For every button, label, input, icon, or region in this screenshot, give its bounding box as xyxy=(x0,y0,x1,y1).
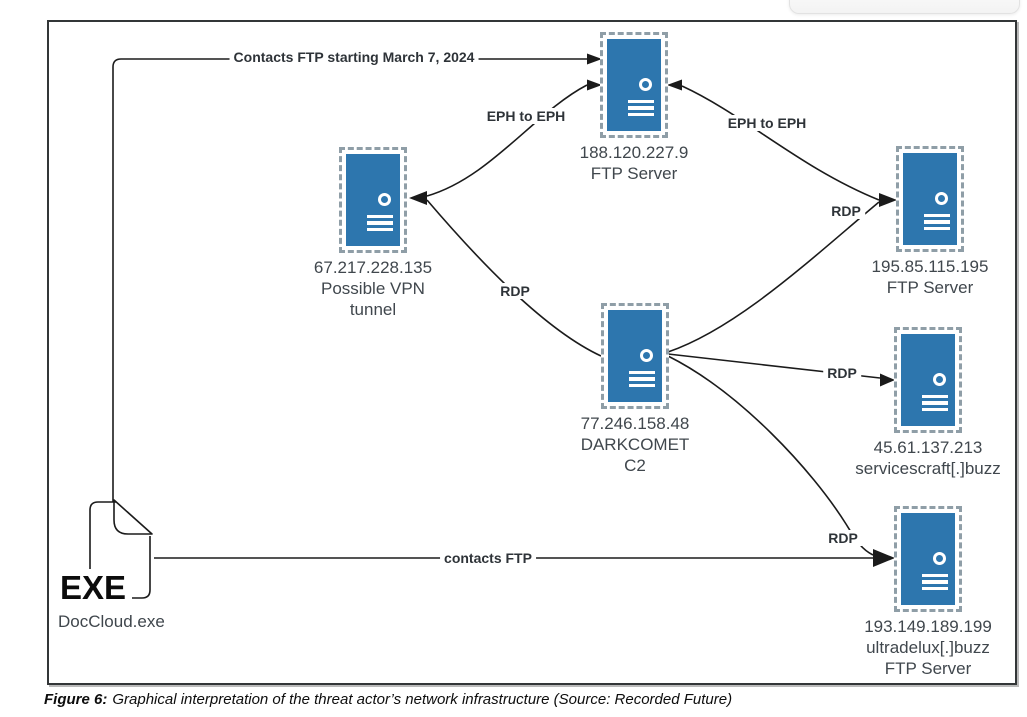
node-ultradelux: 193.149.189.199 ultradelux[.]buzz FTP Se… xyxy=(843,506,1013,679)
node-ip: 188.120.227.9 xyxy=(579,143,689,162)
server-icon xyxy=(601,303,669,409)
server-icon xyxy=(600,32,668,138)
node-ip: 45.61.137.213 xyxy=(873,438,983,457)
server-icon xyxy=(894,506,962,612)
node-role: DARKCOMET xyxy=(580,435,690,454)
node-ip: 195.85.115.195 xyxy=(871,257,989,276)
edge-label-rdp-servicescraft: RDP xyxy=(823,365,861,381)
server-icon xyxy=(339,147,407,253)
server-led-icon xyxy=(932,551,946,565)
server-vents-icon xyxy=(921,573,948,594)
edge-label-rdp-ftp-right: RDP xyxy=(827,203,865,219)
server-icon xyxy=(896,146,964,252)
node-role: FTP Server xyxy=(886,278,974,297)
arrowhead-into-ftp-top-1 xyxy=(587,53,602,65)
server-vents-icon xyxy=(627,99,654,120)
figure-caption-prefix: Figure 6: xyxy=(44,691,108,708)
edge-rdp-ftp-right xyxy=(667,201,880,353)
arrowhead-into-servicescraft xyxy=(880,373,895,387)
edge-label-contacts-ftp: contacts FTP xyxy=(440,550,536,566)
cutoff-floating-panel xyxy=(789,0,1020,14)
server-vents-icon xyxy=(921,394,948,415)
figure-caption: Figure 6:Graphical interpretation of the… xyxy=(44,691,732,708)
server-led-icon xyxy=(639,348,653,362)
node-servicescraft: 45.61.137.213 servicescraft[.]buzz xyxy=(843,327,1013,479)
node-role: Possible VPN xyxy=(321,279,425,298)
edge-eph-right xyxy=(681,85,880,201)
node-darkcomet-c2: 77.246.158.48 DARKCOMET C2 xyxy=(550,303,720,476)
node-role: FTP Server xyxy=(590,164,678,183)
node-domain: ultradelux[.]buzz xyxy=(866,638,990,657)
server-led-icon xyxy=(638,77,652,91)
diagram-border xyxy=(47,20,1017,685)
node-ip: 67.217.228.135 xyxy=(313,258,433,277)
node-ftp-server-right: 195.85.115.195 FTP Server xyxy=(845,146,1015,298)
edge-label-rdp-ultradelux: RDP xyxy=(824,530,862,546)
server-led-icon xyxy=(934,191,948,205)
node-ftp-server-top: 188.120.227.9 FTP Server xyxy=(549,32,719,184)
server-vents-icon xyxy=(366,214,393,235)
node-domain: servicescraft[.]buzz xyxy=(855,459,1001,478)
server-vents-icon xyxy=(628,370,655,391)
edge-eph-left xyxy=(426,84,588,197)
edge-contacts-ftp-start xyxy=(112,58,587,502)
figure-caption-text: Graphical interpretation of the threat a… xyxy=(112,691,733,708)
arrowhead-into-ftp-top-right-side xyxy=(667,79,682,91)
exe-filename: DocCloud.exe xyxy=(58,612,165,631)
server-vents-icon xyxy=(923,213,950,234)
exe-badge-label: EXE xyxy=(58,569,133,606)
edge-label-eph-to-eph-left: EPH to EPH xyxy=(482,108,570,124)
node-ip: 77.246.158.48 xyxy=(580,414,690,433)
node-ip: 193.149.189.199 xyxy=(864,617,992,636)
server-icon xyxy=(894,327,962,433)
edge-label-contacts-ftp-start: Contacts FTP starting March 7, 2024 xyxy=(229,49,479,65)
node-possible-vpn-tunnel: 67.217.228.135 Possible VPN tunnel xyxy=(288,147,458,320)
server-led-icon xyxy=(377,192,391,206)
edge-label-rdp-vpn: RDP xyxy=(496,283,534,299)
arrowhead-into-ultradelux xyxy=(873,549,895,567)
server-led-icon xyxy=(932,372,946,386)
arrowhead-into-ftp-right xyxy=(879,193,897,207)
arrowhead-into-vpn xyxy=(409,191,427,205)
edge-label-eph-to-eph-right: EPH to EPH xyxy=(723,115,811,131)
node-role: FTP Server xyxy=(884,659,972,678)
node-role-2: C2 xyxy=(624,456,646,475)
node-role-2: tunnel xyxy=(349,300,397,319)
arrowhead-into-ftp-top-2 xyxy=(587,79,602,91)
exe-file-fold-icon xyxy=(113,499,153,535)
